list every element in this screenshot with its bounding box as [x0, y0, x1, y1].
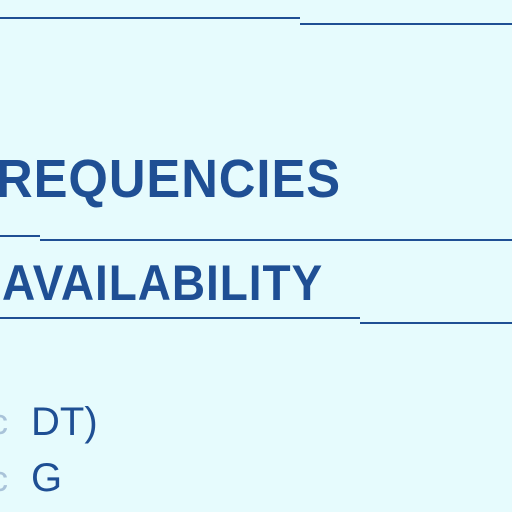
frequencies-heading: REQUENCIES	[0, 149, 342, 209]
middle-rule-right	[40, 239, 512, 241]
top-rule-left	[0, 17, 300, 19]
lower-rule-left	[0, 317, 360, 319]
middle-rule-left	[0, 235, 40, 237]
item-text: G	[31, 456, 63, 500]
item-marker: c	[0, 461, 8, 497]
item-marker: c	[0, 404, 8, 440]
item-text: DT)	[31, 400, 98, 444]
top-rule-right	[300, 23, 512, 25]
lower-rule-right	[360, 322, 512, 324]
availability-heading: AVAILABILITY	[2, 255, 324, 311]
